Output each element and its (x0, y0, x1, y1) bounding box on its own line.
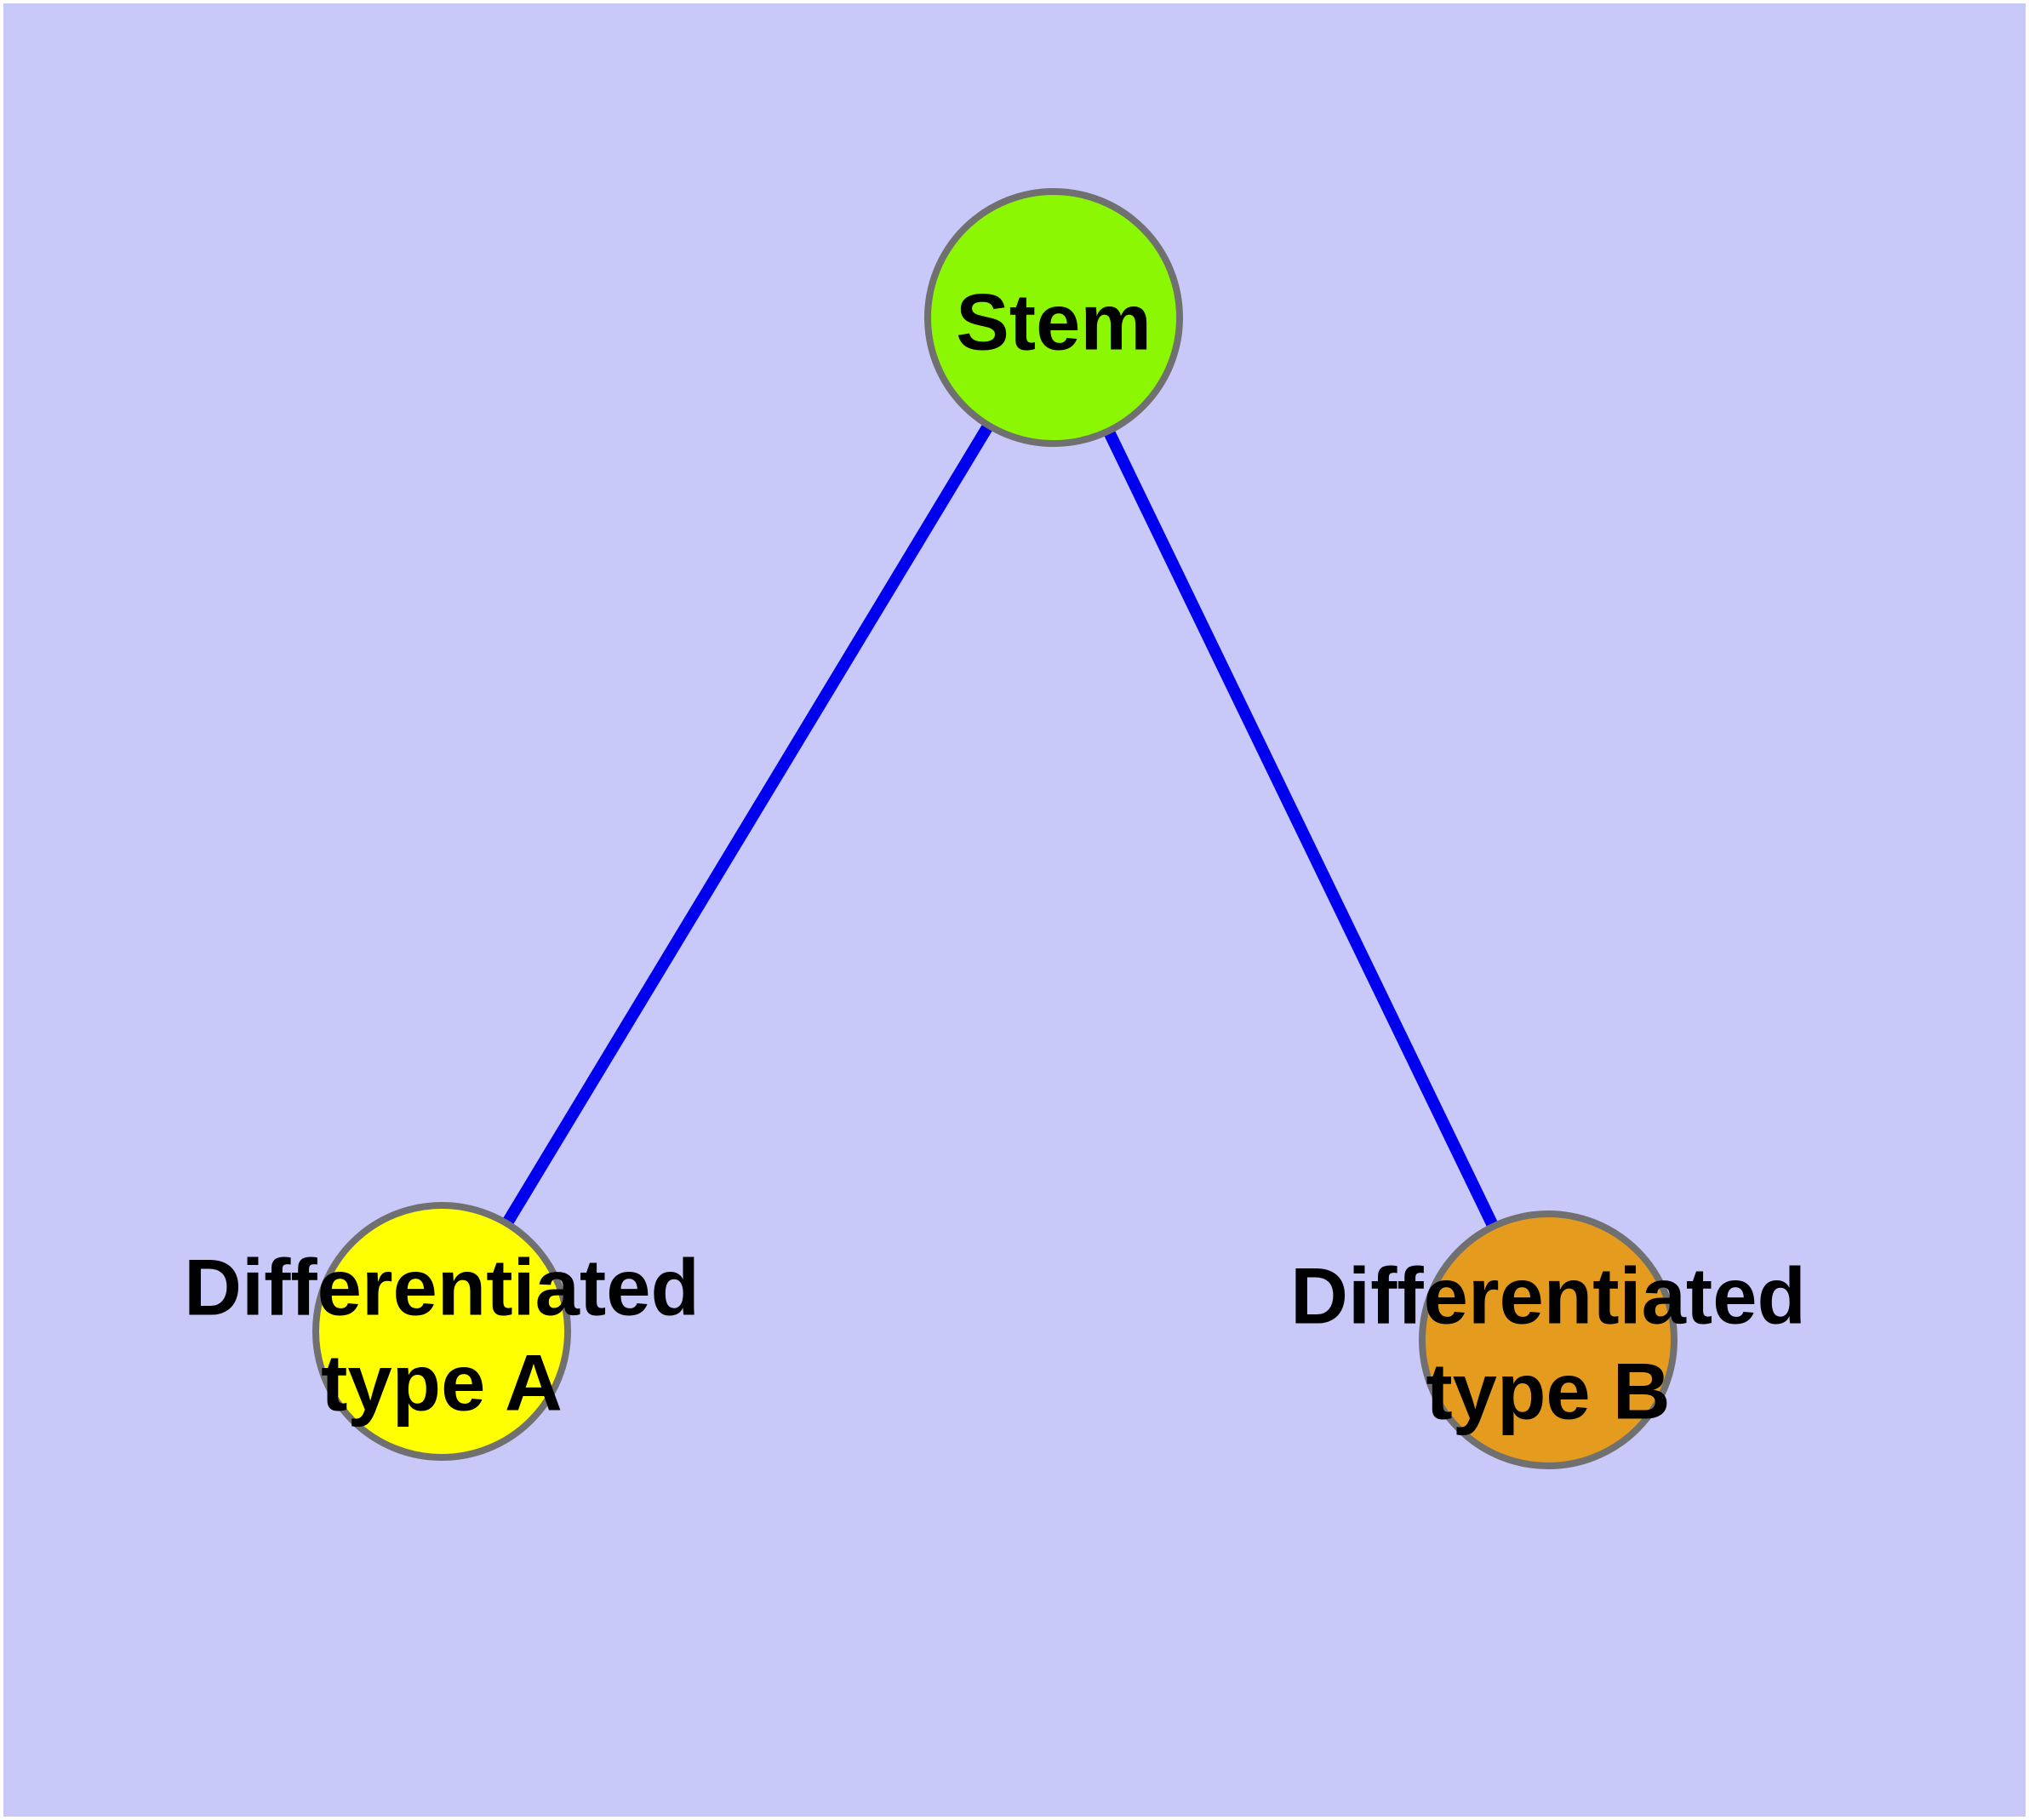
node-type-a-label-line-2: type A (321, 1338, 563, 1428)
node-stem-label: Stem (956, 278, 1152, 367)
node-differentiated-type-b (1419, 1210, 1677, 1469)
node-type-b-label-line-2: type B (1426, 1347, 1670, 1436)
node-stem (924, 188, 1183, 447)
edge-stem-to-type-b (1048, 314, 1554, 1343)
node-differentiated-type-a (312, 1202, 571, 1461)
node-type-a-label-line-1: Differentiated (184, 1243, 700, 1332)
node-type-b-label-line-1: Differentiated (1290, 1251, 1806, 1341)
edge-stem-to-type-a (437, 314, 1059, 1335)
